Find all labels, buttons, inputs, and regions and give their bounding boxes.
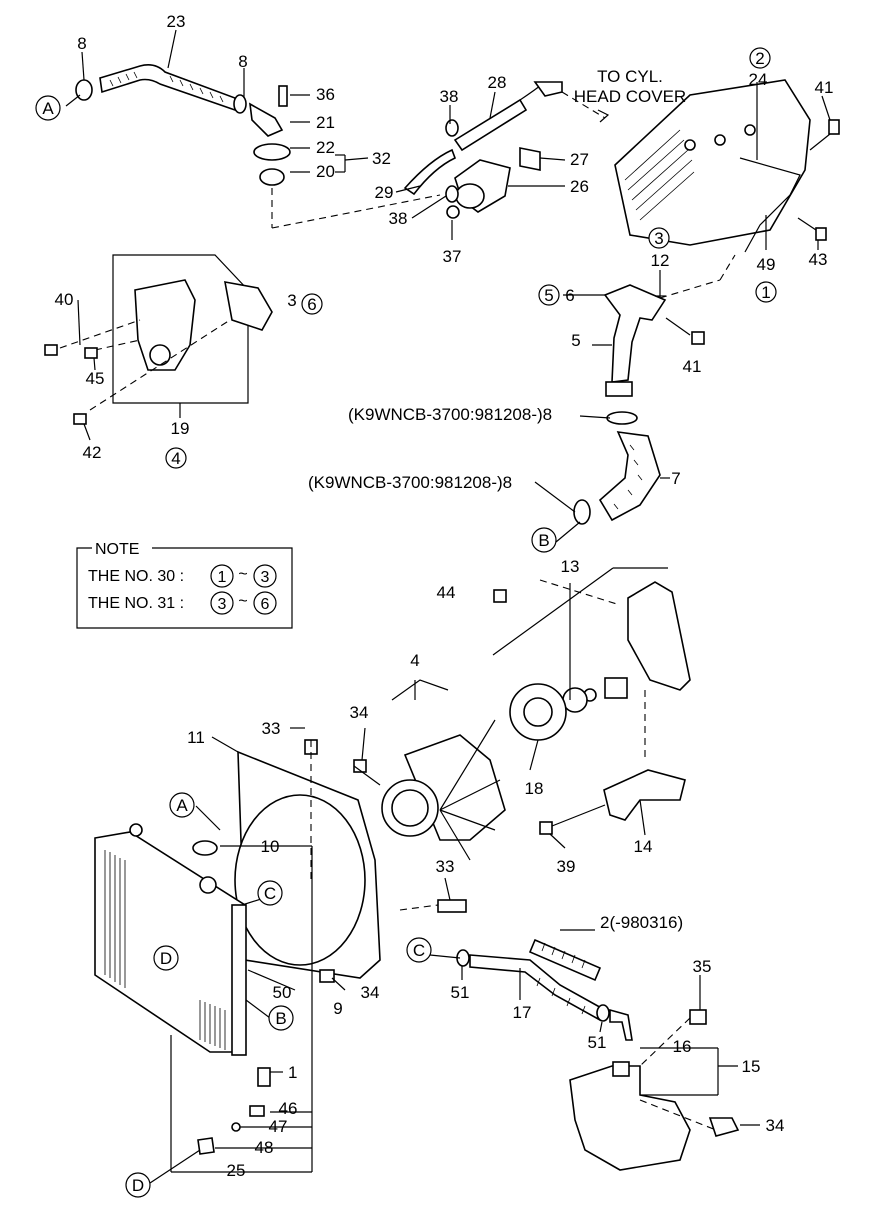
label-22: 22 (316, 138, 335, 157)
ref-marker-d-radiator: D (160, 949, 172, 968)
ref-marker-2: 2 (755, 49, 764, 68)
to-cyl-line2: HEAD COVER (574, 87, 686, 106)
label-10: 10 (261, 837, 280, 856)
label-8-k9wncb-lower: (K9WNCB-3700:981208-)8 (308, 473, 512, 492)
reservoir-assembly (456, 929, 740, 1171)
label-38-bottom: 38 (389, 209, 408, 228)
label-32: 32 (372, 149, 391, 168)
label-51-left: 51 (451, 983, 470, 1002)
label-12: 12 (651, 251, 670, 270)
label-1: 1 (288, 1063, 297, 1082)
thermostat-housing-group (403, 81, 610, 219)
label-25: 25 (227, 1161, 246, 1180)
ref-marker-d-bottom: D (132, 1176, 144, 1195)
radiator-and-shroud (94, 739, 467, 1173)
label-34-reservoir: 34 (766, 1116, 785, 1135)
upper-hose-assembly (75, 64, 441, 229)
note-box: NOTE THE NO. 30 : 1 ~ 3 THE NO. 31 : 3 ~… (76, 541, 293, 629)
label-40: 40 (55, 290, 74, 309)
cylinder-head-cover (614, 79, 840, 253)
label-43: 43 (809, 250, 828, 269)
label-21: 21 (316, 113, 335, 132)
ref-marker-5: 5 (544, 286, 553, 305)
label-47: 47 (269, 1117, 288, 1136)
note-row1-to: 3 (261, 569, 270, 586)
label-6: 6 (565, 286, 574, 305)
label-23: 23 (167, 12, 186, 31)
ref-marker-c-hose: C (413, 941, 425, 960)
label-3: 3 (287, 291, 296, 310)
to-cyl-line1: TO CYL. (597, 67, 663, 86)
ref-marker-b-hose: B (538, 531, 549, 550)
label-51-right: 51 (588, 1033, 607, 1052)
label-8-top-left: 8 (77, 34, 86, 53)
label-7: 7 (671, 469, 680, 488)
note-row2-sep: ~ (238, 593, 247, 610)
ref-marker-b-radiator: B (275, 1009, 286, 1028)
label-48: 48 (255, 1138, 274, 1157)
label-2-980316: 2(-980316) (600, 913, 683, 932)
label-29: 29 (375, 183, 394, 202)
label-44: 44 (437, 583, 456, 602)
label-33-bottom: 33 (436, 857, 455, 876)
label-50: 50 (273, 983, 292, 1002)
circled-markers: A A B B C C D D 1 2 3 4 5 6 (35, 47, 777, 1198)
label-27: 27 (570, 150, 589, 169)
label-16: 16 (673, 1037, 692, 1056)
label-34-fan: 34 (350, 703, 369, 722)
label-41-bottom: 41 (683, 357, 702, 376)
coolant-pipe-and-hose (573, 254, 736, 525)
ref-marker-a-top: A (42, 99, 54, 118)
label-34-shroud: 34 (361, 983, 380, 1002)
note-row1-from: 1 (218, 569, 227, 586)
label-11: 11 (187, 728, 205, 747)
label-42: 42 (83, 443, 102, 462)
label-13: 13 (561, 557, 580, 576)
water-pump-box (44, 254, 273, 425)
ref-marker-4: 4 (171, 449, 180, 468)
label-36: 36 (316, 85, 335, 104)
label-17: 17 (513, 1003, 532, 1022)
label-26: 26 (570, 177, 589, 196)
ref-marker-a-radiator: A (176, 796, 188, 815)
ref-marker-6: 6 (307, 295, 316, 314)
label-15: 15 (742, 1057, 761, 1076)
ref-marker-3-engine: 3 (654, 229, 663, 248)
note-row2-to: 6 (261, 596, 270, 613)
label-9: 9 (333, 999, 342, 1018)
part-number-labels: 23 8 8 36 21 22 20 32 38 28 TO CYL. HEAD… (55, 12, 834, 1180)
label-8-k9wncb-upper: (K9WNCB-3700:981208-)8 (348, 405, 552, 424)
label-18: 18 (525, 779, 544, 798)
label-24: 24 (749, 70, 768, 89)
label-49: 49 (757, 255, 776, 274)
label-39: 39 (557, 857, 576, 876)
label-37: 37 (443, 247, 462, 266)
label-8-top: 8 (238, 52, 247, 71)
label-4: 4 (410, 651, 419, 670)
note-row2-from: 3 (218, 596, 227, 613)
note-title: NOTE (95, 541, 139, 558)
label-45: 45 (86, 369, 105, 388)
label-46: 46 (279, 1099, 298, 1118)
label-5: 5 (571, 331, 580, 350)
water-pump-and-fan (353, 567, 691, 861)
label-20: 20 (316, 162, 335, 181)
note-row1-text: THE NO. 30 : (88, 568, 184, 585)
label-14: 14 (634, 837, 653, 856)
label-41-top: 41 (815, 78, 834, 97)
label-28: 28 (488, 73, 507, 92)
label-35: 35 (693, 957, 712, 976)
leader-lines (65, 29, 831, 1184)
label-19: 19 (171, 419, 190, 438)
ref-marker-1: 1 (761, 283, 770, 302)
label-33-top: 33 (262, 719, 281, 738)
note-row2-text: THE NO. 31 : (88, 595, 184, 612)
ref-marker-c-radiator: C (264, 884, 276, 903)
label-38-top: 38 (440, 87, 459, 106)
note-row1-sep: ~ (238, 566, 247, 583)
